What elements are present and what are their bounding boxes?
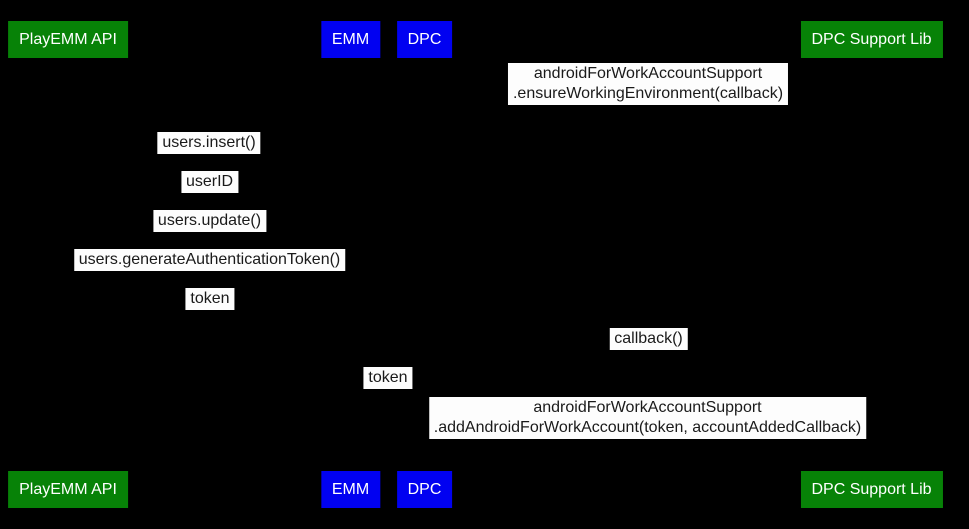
actor-emm-bottom: EMM — [320, 471, 381, 508]
message-users-update: users.update() — [152, 210, 267, 232]
message-users-insert: users.insert() — [157, 132, 261, 154]
message-ensure-working-environment: androidForWorkAccountSupport .ensureWork… — [507, 63, 789, 105]
actor-dpc-support-lib-bottom: DPC Support Lib — [800, 471, 943, 508]
message-line: androidForWorkAccountSupport — [533, 399, 762, 416]
message-token-forward: token — [363, 367, 413, 389]
actor-dpc-support-lib-top: DPC Support Lib — [800, 21, 943, 58]
message-generate-authentication-token: users.generateAuthenticationToken() — [73, 249, 346, 271]
actor-dpc-bottom: DPC — [396, 471, 453, 508]
actor-playemm-api-top: PlayEMM API — [8, 21, 128, 58]
message-line: androidForWorkAccountSupport — [533, 65, 763, 82]
message-line: .addAndroidForWorkAccount(token, account… — [433, 419, 862, 436]
actor-dpc-top: DPC — [396, 21, 453, 58]
actor-playemm-api-bottom: PlayEMM API — [8, 471, 128, 508]
message-userid: userID — [180, 171, 239, 193]
message-add-android-for-work-account: androidForWorkAccountSupport .addAndroid… — [428, 397, 867, 439]
message-line: .ensureWorkingEnvironment(callback) — [512, 85, 784, 102]
message-callback: callback() — [609, 328, 688, 350]
message-token-return: token — [185, 288, 235, 310]
actor-emm-top: EMM — [320, 21, 381, 58]
